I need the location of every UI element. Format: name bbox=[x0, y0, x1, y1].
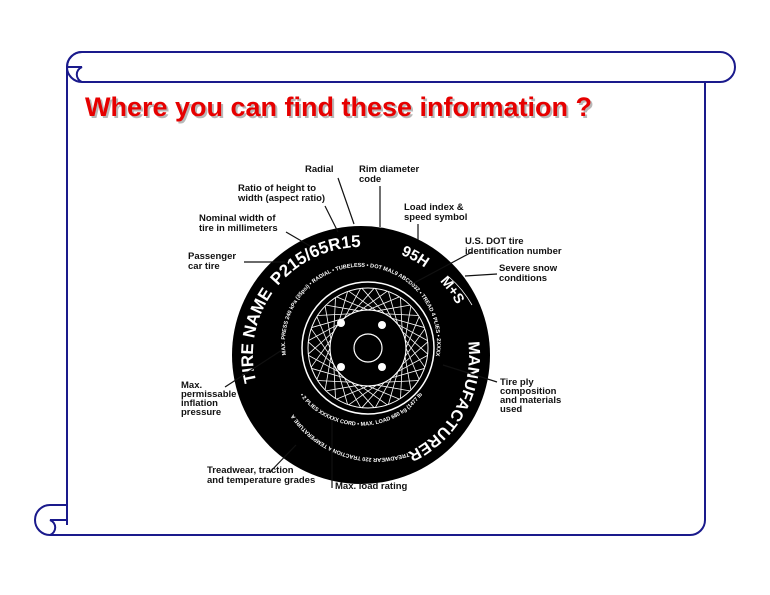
wheel-hub bbox=[329, 309, 407, 387]
lattice-spoke bbox=[397, 355, 428, 373]
lattice-spoke bbox=[391, 368, 425, 379]
lattice-spoke bbox=[348, 290, 377, 312]
lattice-spoke bbox=[404, 339, 426, 368]
slide-title-shadow: Where you can find these information ? bbox=[87, 94, 594, 124]
lattice-spoke bbox=[343, 377, 361, 408]
lattice-spoke bbox=[376, 384, 411, 392]
wheel-lattice bbox=[308, 288, 428, 408]
lattice-spoke bbox=[388, 291, 399, 325]
lattice-spoke bbox=[317, 313, 352, 316]
lattice-spoke bbox=[375, 288, 393, 319]
label-radial: Radial bbox=[305, 164, 334, 175]
lattice-spoke bbox=[324, 356, 332, 391]
snow-bracket bbox=[448, 276, 473, 306]
lug-hole bbox=[337, 363, 345, 371]
lattice-spoke bbox=[400, 297, 403, 332]
scroll-frame bbox=[34, 51, 736, 537]
label-max-load: Max. load rating bbox=[335, 481, 408, 492]
rim-inner-edge bbox=[307, 287, 429, 409]
tire-diagram: TIRE NAME P215/65R15 95H M+S MANUFACTURE… bbox=[232, 226, 490, 484]
lattice-spoke bbox=[359, 384, 388, 406]
hub-center bbox=[353, 333, 383, 363]
lug-hole bbox=[337, 319, 345, 327]
lattice-spoke bbox=[337, 371, 348, 405]
lattice-spoke bbox=[316, 347, 331, 380]
lug-hole bbox=[378, 363, 386, 371]
lattice-spoke bbox=[384, 380, 419, 383]
lattice-spoke bbox=[404, 305, 412, 340]
lattice-spoke bbox=[336, 296, 369, 311]
slide-title: Where you can find these information ? bbox=[85, 92, 592, 122]
lattice-spoke bbox=[367, 385, 400, 400]
lattice-spoke bbox=[397, 323, 428, 341]
lattice-spoke bbox=[308, 323, 339, 341]
lug-hole bbox=[378, 321, 386, 329]
label-load-index: Load index &speed symbol bbox=[404, 202, 467, 223]
leader-lines bbox=[224, 177, 498, 488]
lattice-spoke bbox=[361, 288, 385, 315]
lattice-spoke bbox=[308, 331, 335, 355]
lattice-spoke bbox=[333, 364, 336, 399]
lattice-spoke bbox=[325, 304, 360, 312]
lattice-spoke bbox=[401, 331, 428, 355]
lattice-spoke bbox=[310, 339, 332, 368]
lattice-spoke bbox=[351, 381, 375, 408]
